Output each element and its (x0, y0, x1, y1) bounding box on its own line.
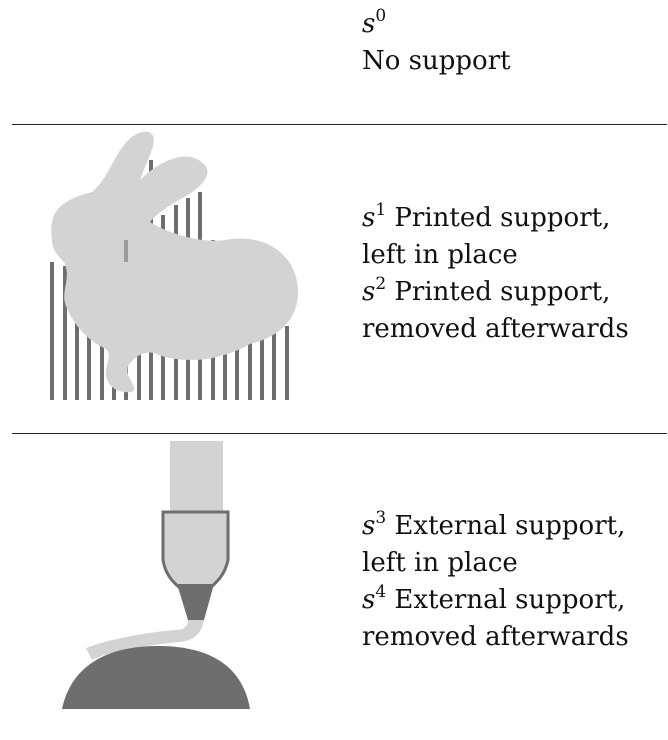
row-divider (12, 124, 667, 125)
caption-line: left in place (362, 548, 518, 578)
support-symbol: s3 (362, 508, 387, 542)
extruder-barrel (170, 441, 223, 512)
support-symbol: s1 (362, 200, 387, 234)
caption-line: s3 External support, (362, 508, 626, 542)
support-symbol: s2 (362, 274, 387, 308)
caption-printed-support: s1 Printed support, left in place s2 Pri… (362, 200, 629, 348)
caption-line: left in place (362, 240, 518, 270)
caption-line: removed afterwards (362, 314, 629, 344)
support-bars-behind (124, 240, 128, 262)
caption-line: removed afterwards (362, 622, 629, 652)
caption-line: s0 (362, 6, 511, 43)
bunny-body (51, 131, 299, 393)
caption-line: s4 External support, (362, 582, 626, 616)
caption-line: No support (362, 46, 511, 76)
caption-no-support: s0 No support (362, 6, 511, 80)
row-divider (12, 433, 667, 434)
external-support-dome (62, 646, 250, 709)
nozzle-tip (177, 584, 214, 620)
extruded-filament (86, 620, 204, 660)
support-symbol: s0 (362, 6, 387, 40)
caption-line: s2 Printed support, (362, 274, 611, 308)
support-symbol: s4 (362, 582, 387, 616)
caption-line: s1 Printed support, (362, 200, 611, 234)
caption-external-support: s3 External support, left in place s4 Ex… (362, 508, 629, 656)
extruder-nozzle (161, 510, 230, 592)
